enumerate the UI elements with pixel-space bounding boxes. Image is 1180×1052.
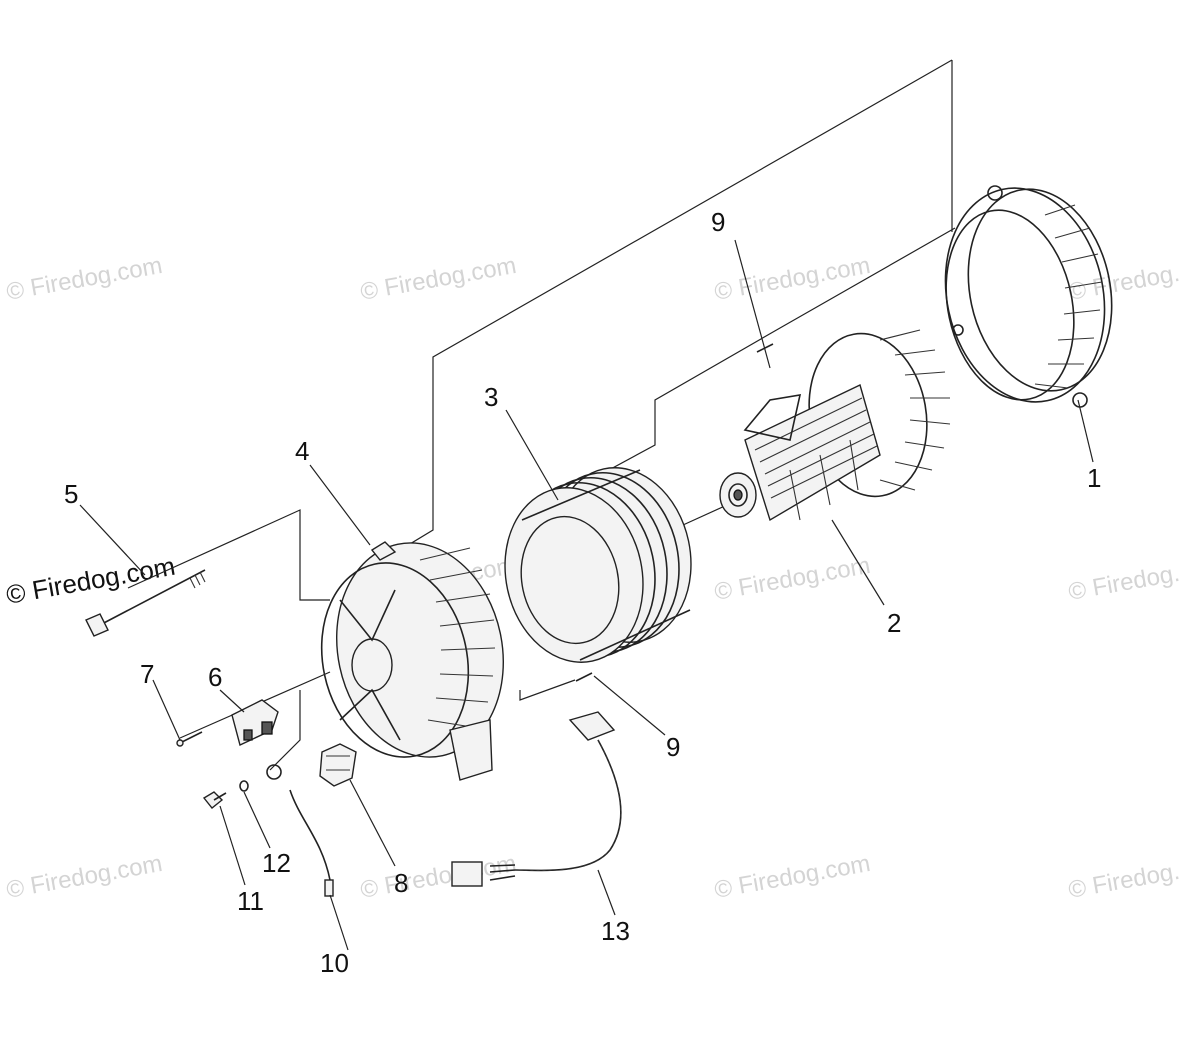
- part-8-bracket: [319, 743, 357, 787]
- part-9-pin-lower: [575, 672, 593, 682]
- callout-13: 13: [601, 916, 630, 946]
- watermark: © Firedog.com: [4, 850, 164, 904]
- callout-1: 1: [1087, 463, 1101, 493]
- callout-4: 4: [295, 436, 309, 466]
- callout-2: 2: [887, 608, 901, 638]
- watermark-prominent: © Firedog.com: [4, 551, 178, 610]
- part-3-stator: [504, 467, 692, 663]
- part-13-wire-harness: [451, 711, 622, 887]
- callout-11: 11: [237, 886, 264, 916]
- leader-lines: [79, 239, 1094, 951]
- callout-5: 5: [64, 479, 78, 509]
- watermark: © Firedog.com: [4, 252, 164, 306]
- watermark: © Firedog.com: [358, 252, 518, 306]
- callout-labels: 1 2 3 4 5 6 7 8 9 9 10 11 12 13: [64, 207, 1101, 978]
- part-1-end-housing: [944, 185, 1113, 408]
- callout-9-lower: 9: [666, 732, 680, 762]
- watermark: © Firedog.com: [358, 850, 518, 904]
- callout-12: 12: [262, 848, 291, 878]
- part-4-front-housing: [320, 541, 504, 781]
- callout-7: 7: [140, 659, 154, 689]
- callout-10: 10: [320, 948, 349, 978]
- watermark: © Firedog.com: [1066, 252, 1180, 306]
- callout-8: 8: [394, 868, 408, 898]
- watermark: © Firedog.com: [712, 252, 872, 306]
- callout-3: 3: [484, 382, 498, 412]
- part-10-ground-wire: [266, 764, 334, 897]
- watermark: © Firedog.com: [1066, 850, 1180, 904]
- watermark: © Firedog.com: [1066, 552, 1180, 606]
- part-12-washer: [239, 780, 249, 792]
- watermark: © Firedog.com: [712, 552, 872, 606]
- callout-9-upper: 9: [711, 207, 725, 237]
- part-5-through-bolt: [85, 569, 206, 637]
- part-2-rotor: [719, 329, 951, 522]
- callout-6: 6: [208, 662, 222, 692]
- watermark: © Firedog.com: [712, 850, 872, 904]
- part-11-bolt: [202, 791, 227, 809]
